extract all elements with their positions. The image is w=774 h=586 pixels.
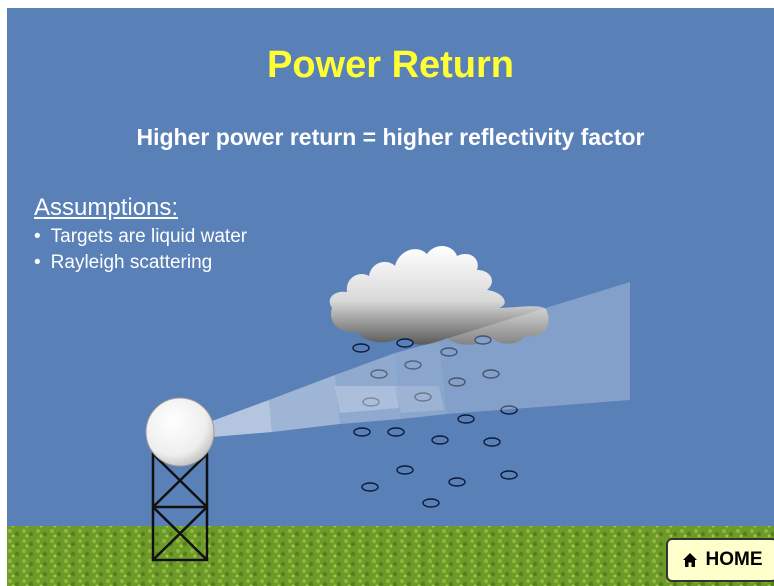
assumptions-list: Targets are liquid water Rayleigh scatte… bbox=[34, 224, 247, 276]
assumption-item: Targets are liquid water bbox=[34, 224, 247, 250]
radar-beam bbox=[212, 282, 630, 437]
home-button-label: HOME bbox=[705, 549, 763, 570]
home-button[interactable]: HOME bbox=[666, 538, 774, 582]
cloud bbox=[329, 245, 549, 345]
assumptions-block: Assumptions: Targets are liquid water Ra… bbox=[34, 194, 247, 276]
raindrops bbox=[352, 335, 518, 508]
home-icon bbox=[682, 553, 697, 567]
radar-tower bbox=[151, 452, 209, 562]
grass-ground bbox=[7, 526, 774, 586]
slide-subtitle: Higher power return = higher reflectivit… bbox=[136, 124, 645, 150]
slide: Power Return Higher power return = highe… bbox=[7, 8, 774, 586]
radar-dome bbox=[145, 397, 215, 467]
assumptions-heading: Assumptions: bbox=[34, 194, 179, 221]
assumption-item: Rayleigh scattering bbox=[34, 250, 247, 276]
slide-title: Power Return bbox=[266, 44, 515, 86]
radar-scene bbox=[7, 245, 774, 586]
